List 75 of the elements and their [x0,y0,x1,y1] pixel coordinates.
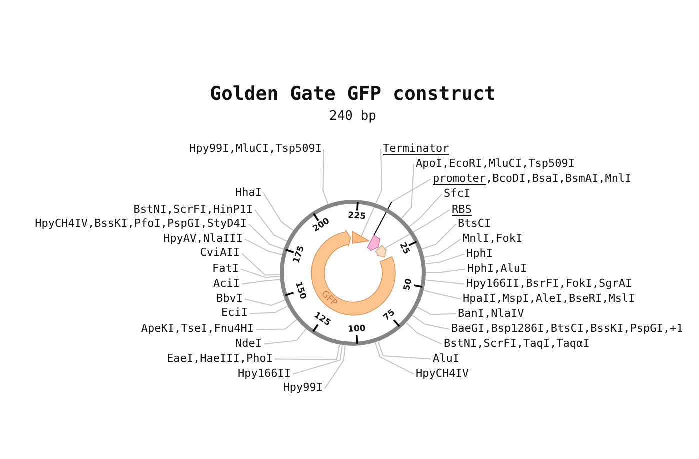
scale-tick-label: 75 [382,308,398,324]
leader-line [425,280,465,285]
restriction-site-label: SfcI [444,186,470,200]
scale-tick-label: 100 [348,324,366,335]
restriction-site-label: HpyCH4IV [416,366,469,380]
leader-line [242,279,282,285]
restriction-site-label: BanI,NlaIV [458,306,524,320]
leader-line [244,238,284,256]
leader-line [240,268,281,278]
restriction-site-label: BaeGI,Bsp1286I,BtsCI,BssKI,PspGI,+1 [452,322,684,335]
scale-tick-label: 150 [292,281,307,302]
restriction-site-label: EaeI,HaeIII,PhoI [167,352,273,365]
restriction-site-label: NdeI [236,336,262,350]
restriction-site-label: BstNI,ScrFI,HinP1I [134,202,253,216]
restriction-site-label: Hpy99I,MluCI,Tsp509I [190,142,322,154]
leader-line [292,345,343,375]
leader-line [426,268,466,274]
feature-label: RBS [452,202,472,216]
leader-line [384,210,450,250]
restriction-site-label: Hpy166II,BsrFI,FokI,SgrAI [466,276,632,290]
restriction-site-label: ApoI,EcoRI,MluCI,Tsp509I [416,156,575,170]
restriction-site-label: BbvI [216,292,243,305]
restriction-site-label: CviAII [200,246,240,260]
leader-line [375,342,414,375]
scale-tick-label: 175 [292,245,308,265]
feature-name-label: GFP [319,289,339,309]
feature-label: promoter [433,172,486,185]
leader-line [417,307,456,316]
leader-line [264,328,307,345]
leader-line [406,322,442,345]
restriction-site-label: HphI [466,246,493,260]
scale-tick-label: 125 [312,311,332,329]
leader-line [248,224,285,250]
leader-line [322,148,329,206]
leader-line [274,344,340,360]
feature-label: Terminator [383,142,450,155]
leader-line [250,306,289,314]
leader-line [264,193,294,232]
restriction-site-label: MnlI,FokI [463,232,523,245]
scale-tick-label: 225 [348,212,366,222]
restriction-site-label: ApeKI,TseI,Fnu4HI [141,322,254,336]
sequence-length-label: 240 bp [330,108,376,124]
leader-line [409,194,442,228]
leader-line [244,298,286,306]
scale-tick-label: 200 [312,218,332,235]
leader-line [324,345,346,390]
leader-line [425,254,465,265]
scale-tick-label: 50 [403,278,414,292]
leader-line [256,319,298,330]
restriction-site-label: HpyAV,NlaIII [164,232,243,245]
leader-line [412,315,450,330]
restriction-site-label: AciI [214,276,240,290]
restriction-site-label: HhaI [236,186,262,200]
leader-line [401,164,414,220]
restriction-site-label: BstNI,ScrFI,TaqI,TaqαI [444,336,590,350]
leader-line [361,148,382,238]
leader-line [424,290,462,300]
restriction-site-label: AluI [433,352,460,365]
scale-tick-label: 25 [397,241,411,256]
restriction-site-label: HpyCH4IV,BssKI,PfoI,PspGI,StyD4I [35,216,247,230]
restriction-site-label: Hpy166II [238,366,291,380]
restriction-site-label: ,BcoDI,BsaI,BsmAI,MnlI [486,172,632,185]
restriction-site-label: BtsCI [458,216,492,230]
leader-line [374,178,432,236]
restriction-site-label: EciI [222,306,248,320]
diagram-title: Golden Gate GFP construct [210,83,496,105]
leader-line [424,238,462,258]
restriction-site-label: FatI [212,262,239,275]
restriction-site-label: HpaII,MspI,AleI,BseRI,MslI [463,292,636,305]
restriction-site-label: HphI,AluI [468,262,528,275]
leader-line [242,253,281,276]
restriction-site-label: Hpy99I [283,381,323,394]
leader-line [254,210,288,242]
leader-line [422,224,456,250]
leader-line [378,341,432,360]
